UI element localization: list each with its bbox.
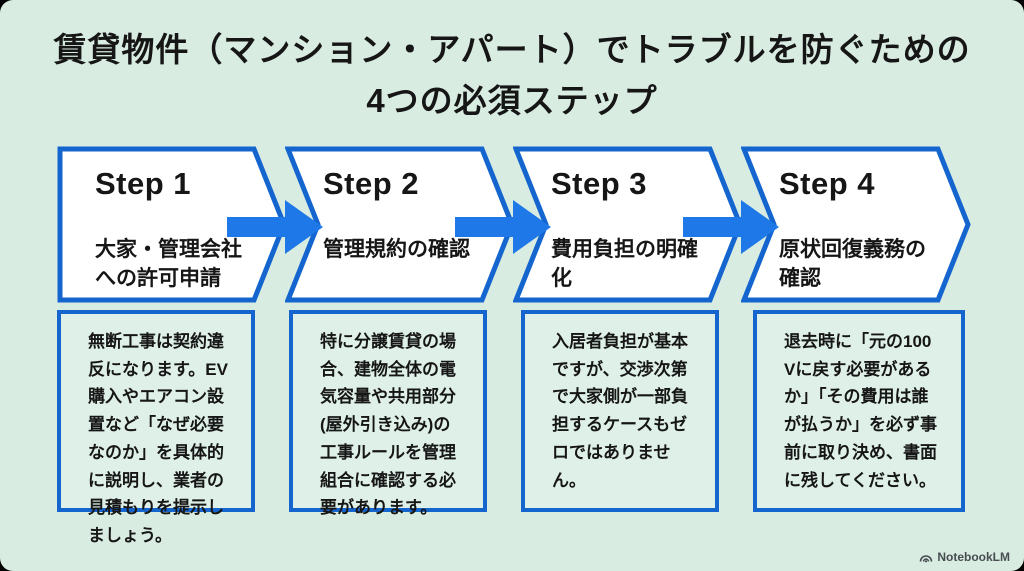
page-title-line-1: 賃貸物件（マンション・アパート）でトラブルを防ぐための xyxy=(53,31,971,68)
step-4-description-box: 退去時に「元の100Vに戻す必要があるか」「その費用は誰が払うか」を必ず事前に取… xyxy=(753,310,965,512)
arrow-right-icon xyxy=(683,200,779,254)
notebooklm-logo-icon xyxy=(920,555,933,563)
step-3-subtitle: 費用負担の明確化 xyxy=(551,238,698,290)
step-1-description: 無断工事は契約違反になります。EV購入やエアコン設置など「なぜ必要なのか」を具体… xyxy=(88,332,228,545)
step-3-description: 入居者負担が基本ですが、交渉次第で大家側が一部負担するケースもゼロではありません… xyxy=(552,332,688,490)
step-2-description: 特に分譲賃貸の場合、建物全体の電気容量や共用部分(屋外引き込み)の工事ルールを管… xyxy=(320,332,456,518)
page-title-line-2: 4つの必須ステップ xyxy=(366,82,658,120)
step-2-description-box: 特に分譲賃貸の場合、建物全体の電気容量や共用部分(屋外引き込み)の工事ルールを管… xyxy=(289,310,487,517)
step-1-description-box: 無断工事は契約違反になります。EV購入やエアコン設置など「なぜ必要なのか」を具体… xyxy=(57,310,255,545)
step-3-description-box: 入居者負担が基本ですが、交渉次第で大家側が一部負担するケースもゼロではありません… xyxy=(521,310,719,512)
step-1-label: Step 1 xyxy=(95,166,192,201)
step-4-description: 退去時に「元の100Vに戻す必要があるか」「その費用は誰が払うか」を必ず事前に取… xyxy=(784,332,937,490)
arrow-right-icon xyxy=(455,200,551,254)
step-1-chevron xyxy=(57,146,287,303)
page-title: 賃貸物件（マンション・アパート）でトラブルを防ぐための 4つの必須ステップ xyxy=(0,24,1024,126)
step-4-label: Step 4 xyxy=(779,166,876,201)
step-2-label: Step 2 xyxy=(323,166,420,201)
step-3-label: Step 3 xyxy=(551,166,648,201)
step-2-subtitle: 管理規約の確認 xyxy=(323,238,470,261)
step-4-subtitle: 原状回復義務の確認 xyxy=(779,238,926,290)
arrow-right-icon xyxy=(227,200,323,254)
notebooklm-watermark: NotebookLM xyxy=(919,550,1010,564)
step-1-subtitle: 大家・管理会社への許可申請 xyxy=(95,238,242,290)
notebooklm-label: NotebookLM xyxy=(937,550,1010,564)
